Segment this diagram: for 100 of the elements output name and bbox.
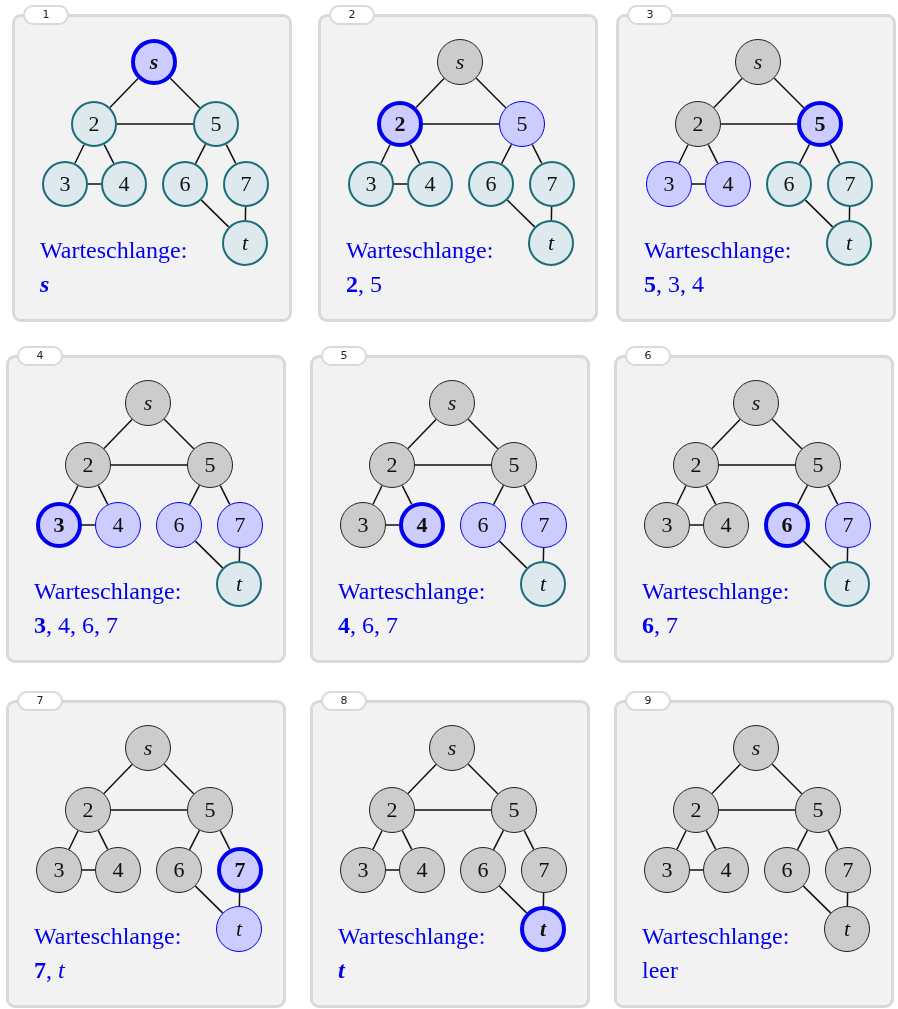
graph-edge (531, 143, 543, 165)
graph-edge (827, 829, 839, 851)
graph-edge (678, 143, 689, 165)
graph-edge (385, 869, 400, 871)
graph-edge (103, 418, 133, 450)
graph-edge (689, 524, 704, 526)
graph-edge (97, 829, 109, 851)
graph-edge (705, 829, 717, 851)
unvisited-vertex-circle: 4 (407, 161, 453, 207)
graph-edge (219, 829, 231, 851)
visited-vertex-circle: t (824, 906, 870, 952)
step-number-tab: 2 (329, 5, 375, 25)
current-vertex-circle: 2 (377, 101, 423, 147)
graph-edge (409, 143, 421, 165)
graph-edge (771, 763, 803, 795)
graph-edge (415, 77, 445, 109)
unvisited-vertex-circle: 6 (468, 161, 514, 207)
unvisited-vertex-circle: 4 (101, 161, 147, 207)
queue-heading: Warteschlange: (34, 578, 182, 605)
graph-edge (498, 540, 528, 569)
visited-vertex-circle: 3 (644, 502, 690, 548)
graph-edge (372, 829, 383, 851)
visited-vertex-circle: 4 (95, 847, 141, 893)
unvisited-vertex-circle: t (824, 561, 870, 607)
queue-heading: Warteschlange: (644, 237, 792, 264)
visited-vertex-circle: 7 (521, 847, 567, 893)
graph-edge (492, 829, 505, 851)
queued-vertex-circle: 7 (217, 502, 263, 548)
unvisited-vertex-circle: 2 (71, 101, 117, 147)
current-vertex-circle: 4 (399, 502, 445, 548)
queue-contents: leer (642, 957, 678, 984)
visited-vertex-circle: 6 (460, 847, 506, 893)
visited-vertex-circle: 4 (703, 847, 749, 893)
graph-edge (676, 829, 687, 851)
graph-edge (707, 143, 719, 165)
graph-edge (407, 763, 437, 795)
visited-vertex-circle: 3 (340, 847, 386, 893)
graph-edge (711, 418, 741, 450)
visited-vertex-circle: 2 (369, 442, 415, 488)
queued-vertex-circle: 6 (156, 502, 202, 548)
queued-vertex-circle: 5 (499, 101, 545, 147)
graph-edge (68, 484, 79, 506)
graph-edge (188, 484, 201, 506)
queue-contents: 2, 5 (346, 271, 382, 298)
step-number-tab: 1 (23, 5, 69, 25)
unvisited-vertex-circle: 7 (529, 161, 575, 207)
graph-edge (523, 829, 535, 851)
queue-heading: Warteschlange: (40, 237, 188, 264)
queue-heading: Warteschlange: (338, 923, 486, 950)
graph-edge (194, 540, 224, 569)
current-vertex-circle: 6 (764, 502, 810, 548)
visited-vertex-circle: 3 (644, 847, 690, 893)
visited-vertex-circle: 5 (795, 787, 841, 833)
unvisited-vertex-circle: 7 (223, 161, 269, 207)
visited-vertex-circle: 2 (675, 101, 721, 147)
queued-vertex-circle: 4 (95, 502, 141, 548)
visited-vertex-circle: 6 (764, 847, 810, 893)
queue-contents: 4, 6, 7 (338, 612, 398, 639)
graph-edge (498, 885, 528, 914)
unvisited-vertex-circle: 6 (766, 161, 812, 207)
step-number-tab: 4 (17, 346, 63, 366)
graph-edge (771, 418, 803, 450)
queue-contents: t (338, 957, 345, 984)
graph-edge (467, 418, 499, 450)
unvisited-vertex-circle: 3 (42, 161, 88, 207)
graph-edge (718, 464, 796, 466)
unvisited-vertex-circle: t (222, 220, 268, 266)
queue-heading: Warteschlange: (338, 578, 486, 605)
graph-edge (385, 524, 400, 526)
graph-edge (97, 484, 109, 506)
visited-vertex-circle: s (437, 39, 483, 85)
graph-edge (401, 484, 413, 506)
graph-edge (194, 143, 207, 165)
queued-vertex-circle: 3 (646, 161, 692, 207)
unvisited-vertex-circle: t (826, 220, 872, 266)
graph-edge (87, 183, 102, 185)
graph-edge (393, 183, 408, 185)
graph-edge (705, 484, 717, 506)
step-number-tab: 5 (321, 346, 367, 366)
visited-vertex-circle: 4 (399, 847, 445, 893)
visited-vertex-circle: 5 (491, 442, 537, 488)
unvisited-vertex-circle: 5 (193, 101, 239, 147)
graph-edge (219, 484, 231, 506)
step-number-tab: 7 (17, 691, 63, 711)
visited-vertex-circle: 2 (673, 442, 719, 488)
graph-edge (414, 464, 492, 466)
queue-heading: Warteschlange: (642, 578, 790, 605)
visited-vertex-circle: 5 (187, 442, 233, 488)
graph-edge (422, 123, 500, 125)
step-number-tab: 8 (321, 691, 367, 711)
unvisited-vertex-circle: t (520, 561, 566, 607)
graph-edge (467, 763, 499, 795)
graph-edge (116, 123, 194, 125)
graph-edge (802, 885, 832, 914)
visited-vertex-circle: 5 (795, 442, 841, 488)
current-vertex-circle: 5 (797, 101, 843, 147)
graph-edge (500, 143, 513, 165)
queue-heading: Warteschlange: (642, 923, 790, 950)
graph-edge (414, 809, 492, 811)
queued-vertex-circle: 7 (825, 502, 871, 548)
